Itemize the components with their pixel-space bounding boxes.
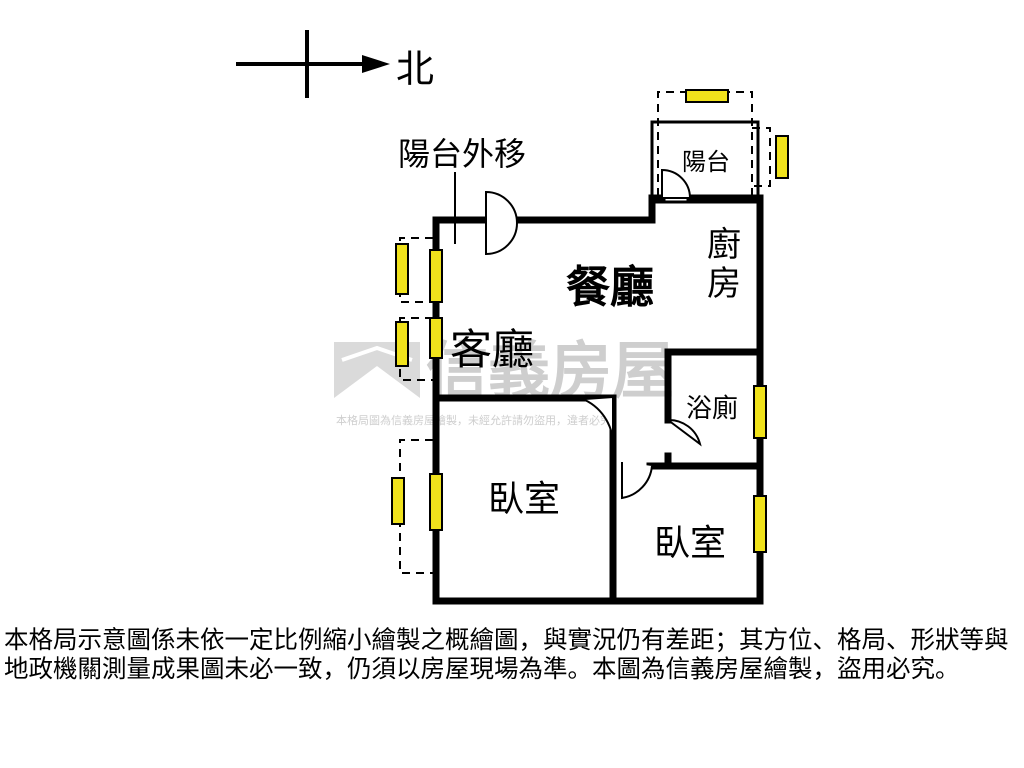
- room-label-bath: 浴廁: [686, 394, 738, 424]
- windows: [391, 89, 789, 553]
- doors: [485, 168, 702, 500]
- balcony-door-icon: [485, 190, 518, 256]
- window-icon: [753, 385, 767, 439]
- window-icon: [775, 135, 789, 179]
- compass-label: 北: [396, 47, 434, 91]
- walls: [432, 194, 764, 605]
- room-label-balcony: 陽台: [682, 148, 730, 176]
- room-label-kitchen-char: 廚: [707, 225, 741, 265]
- window-icon: [391, 477, 405, 525]
- disclaimer-text: 本格局示意圖係未依一定比例縮小繪製之概繪圖，與實況仍有差距；其方位、格局、形狀等…: [4, 625, 1009, 683]
- room-label-kitchen-char: 房: [707, 264, 741, 304]
- bath-door-icon: [665, 418, 702, 447]
- room-label-kitchen: 廚房: [707, 225, 741, 304]
- balcony-outline: [650, 120, 760, 204]
- window-icon: [685, 89, 729, 103]
- window-icon: [395, 243, 409, 295]
- bedroom-1-door-icon: [584, 398, 615, 449]
- window-icon: [429, 473, 443, 531]
- window-icon: [753, 495, 767, 553]
- balcony-moved-label: 陽台外移: [398, 135, 526, 173]
- room-label-dining: 餐廳: [566, 262, 654, 313]
- room-label-bedroom-2: 臥室: [654, 523, 726, 564]
- window-icon: [429, 249, 443, 303]
- window-icon: [429, 317, 443, 359]
- window-icon: [395, 321, 409, 367]
- watermark-notice: 本格局圖為信義房屋繪製，未經允許請勿盜用，違者必究: [336, 413, 611, 427]
- north-arrow-icon: [236, 30, 390, 98]
- kitchen-balcony-door-icon: [661, 168, 692, 199]
- bedroom-2-door-icon: [621, 462, 653, 500]
- room-label-living: 客廳: [450, 325, 534, 374]
- room-label-bedroom-1: 臥室: [488, 479, 560, 520]
